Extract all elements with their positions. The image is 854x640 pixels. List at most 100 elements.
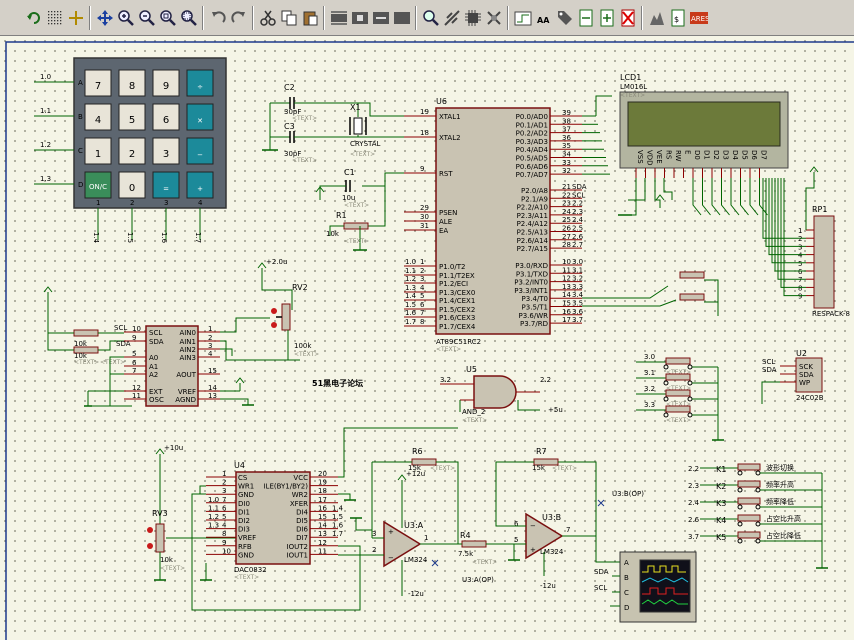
keypad-key[interactable] [186, 171, 214, 199]
u6-pin-name: XTAL1 [439, 113, 461, 121]
switch-body[interactable] [665, 405, 691, 413]
keypad-key[interactable] [152, 171, 180, 199]
keypad-key[interactable] [118, 103, 146, 131]
keypad-key[interactable] [84, 69, 112, 97]
zoom-all-button[interactable] [158, 8, 178, 28]
k-button-body[interactable] [737, 531, 761, 539]
k-button-body[interactable] [737, 497, 761, 505]
r1-resistor[interactable] [343, 222, 369, 230]
p [60, 17, 62, 19]
cut-button[interactable] [258, 8, 278, 28]
u1-body[interactable] [145, 325, 199, 407]
switch-body[interactable] [679, 271, 705, 279]
rp1-body[interactable] [813, 215, 835, 309]
u5-gate-body[interactable] [473, 375, 517, 409]
scope-net: SCL [594, 584, 607, 592]
u3a-opamp[interactable] [383, 520, 422, 568]
electrical-check-button[interactable]: $ [668, 8, 688, 28]
keypad-key[interactable] [84, 137, 112, 165]
u4-pin-name: IOUT2 [287, 543, 308, 551]
exit-parent-button[interactable] [618, 8, 638, 28]
keypad-key[interactable] [152, 69, 180, 97]
block-move-button[interactable] [350, 8, 370, 28]
rv2-body[interactable] [281, 303, 291, 331]
k-net: 2.3 [688, 482, 699, 490]
keypad-key[interactable] [152, 103, 180, 131]
decompose-button[interactable] [484, 8, 504, 28]
pan-button[interactable] [95, 8, 115, 28]
rv2-terminal[interactable] [271, 322, 277, 328]
rv2-terminal[interactable] [271, 308, 277, 314]
keypad-key[interactable] [186, 103, 214, 131]
block-delete-button[interactable] [392, 8, 412, 28]
block-rotate-button[interactable] [371, 8, 391, 28]
u1-r1[interactable] [73, 329, 99, 337]
x1-crystal[interactable] [353, 117, 363, 135]
pick-device-button[interactable] [421, 8, 441, 28]
switch-body[interactable] [679, 293, 705, 301]
right-switches[interactable]: 3.0<TEXT>3.1<TEXT>3.2<TEXT>3.3<TEXT> [636, 271, 724, 441]
wire-autorouter-button[interactable] [513, 8, 533, 28]
k-button-body[interactable] [737, 463, 761, 471]
bill-of-materials-button[interactable] [647, 8, 667, 28]
search-tag-button[interactable]: AA [534, 8, 554, 28]
new-sheet-button[interactable] [576, 8, 596, 28]
u3b-opamp[interactable] [525, 512, 564, 560]
keypad-key[interactable] [152, 137, 180, 165]
package-tool-button[interactable] [463, 8, 483, 28]
copy-button[interactable] [279, 8, 299, 28]
r4-resistor[interactable] [461, 540, 487, 548]
refresh-button[interactable] [24, 8, 44, 28]
origin-button[interactable] [66, 8, 86, 28]
make-device-button[interactable] [442, 8, 462, 28]
keypad-key[interactable] [118, 171, 146, 199]
property-assign-button[interactable] [555, 8, 575, 28]
switch-body[interactable] [665, 357, 691, 365]
keypad-key[interactable] [84, 171, 112, 199]
ares-netlist-button[interactable]: ARES [689, 8, 709, 28]
remove-sheet-button[interactable] [597, 8, 617, 28]
keypad-key[interactable] [118, 137, 146, 165]
block-copy-button[interactable] [329, 8, 349, 28]
rv3-terminal[interactable] [147, 543, 153, 549]
lcd1-pin-name: D6 [750, 150, 758, 160]
opamp-stage[interactable]: +−U3:ALM324321+12u-12uU3:A(OP)R615k<TEXT… [350, 447, 644, 598]
zoom-out-button[interactable] [137, 8, 157, 28]
rv3-terminal[interactable] [147, 527, 153, 533]
rv3-body[interactable] [155, 523, 165, 553]
zoom-area-button[interactable] [179, 8, 199, 28]
keypad-key[interactable] [186, 137, 214, 165]
keypad-key[interactable] [186, 69, 214, 97]
keypad-key[interactable] [118, 69, 146, 97]
switch-body[interactable] [665, 389, 691, 397]
paste-button[interactable] [300, 8, 320, 28]
k-button-body[interactable] [737, 480, 761, 488]
u4-ref: U4 [234, 461, 245, 470]
undo-button[interactable] [208, 8, 228, 28]
u6-pin-num: 34 [562, 151, 571, 159]
redo-button[interactable] [229, 8, 249, 28]
keypad-key[interactable] [84, 103, 112, 131]
k-button-body[interactable] [737, 514, 761, 522]
u4-body[interactable] [235, 471, 311, 565]
zoom-in-button[interactable] [116, 8, 136, 28]
u2-body[interactable] [795, 357, 823, 393]
grid-button[interactable] [45, 8, 65, 28]
u6-body[interactable] [435, 107, 551, 335]
u6-mcu[interactable]: U6AT89C51RC2<TEXT>19XTAL118XTAL29RST29PS… [404, 95, 677, 353]
u4-pin-name: DI1 [238, 508, 250, 516]
oscillator-circuit[interactable]: C230pF<TEXT>C330pF<TEXT>X1CRYSTAL<TEXT>C… [262, 83, 430, 251]
switch-body[interactable] [665, 373, 691, 381]
